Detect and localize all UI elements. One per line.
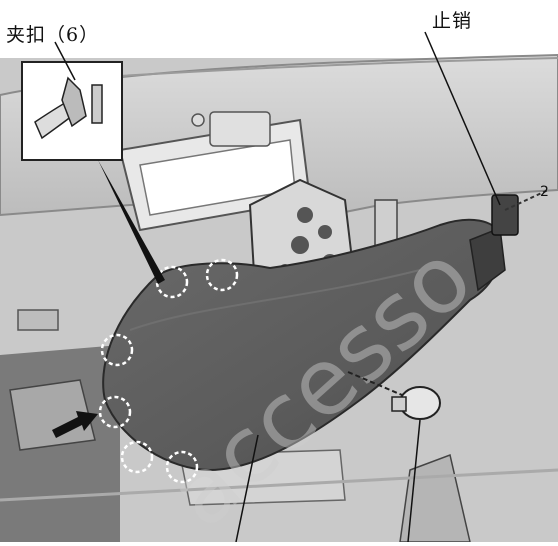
dashed-circle-icon	[100, 333, 134, 367]
stop-pin-axis	[504, 189, 549, 211]
panel-leader-line	[235, 434, 259, 543]
stop-pin-marker: 2	[540, 184, 549, 200]
console-block	[9, 379, 96, 451]
fastener-stem	[391, 396, 407, 412]
clip-callout-wedge	[98, 160, 165, 284]
floor-line	[0, 468, 558, 502]
bracket-hole	[291, 236, 309, 254]
fastener-leader-line	[407, 419, 421, 543]
arrow-left-icon	[52, 411, 98, 438]
panel-crease	[129, 269, 421, 331]
dashed-circle-icon	[120, 440, 154, 474]
clip-leader-line	[54, 41, 76, 81]
fastener-axis	[347, 371, 403, 396]
clip-markers	[98, 258, 239, 484]
panel-tip	[469, 226, 506, 292]
clip-inset-clip	[61, 76, 87, 128]
vent-tab	[17, 309, 59, 331]
switch-plate	[209, 111, 271, 147]
dashed-circle-icon	[205, 258, 239, 292]
bracket-hole	[297, 207, 313, 223]
clip-inset-slot	[91, 84, 103, 124]
screw	[191, 113, 205, 127]
lower-cover-panel	[102, 218, 503, 472]
dashed-circle-icon	[98, 395, 132, 429]
dashed-circle-icon	[155, 265, 189, 299]
stop-pin	[491, 194, 519, 236]
dashed-circle-icon	[165, 450, 199, 484]
stop-pin-label: 止销	[432, 10, 473, 32]
bracket-hole	[318, 225, 332, 239]
stop-pin-leader-line	[424, 31, 501, 206]
clip-label: 夹扣（6）	[6, 24, 100, 46]
